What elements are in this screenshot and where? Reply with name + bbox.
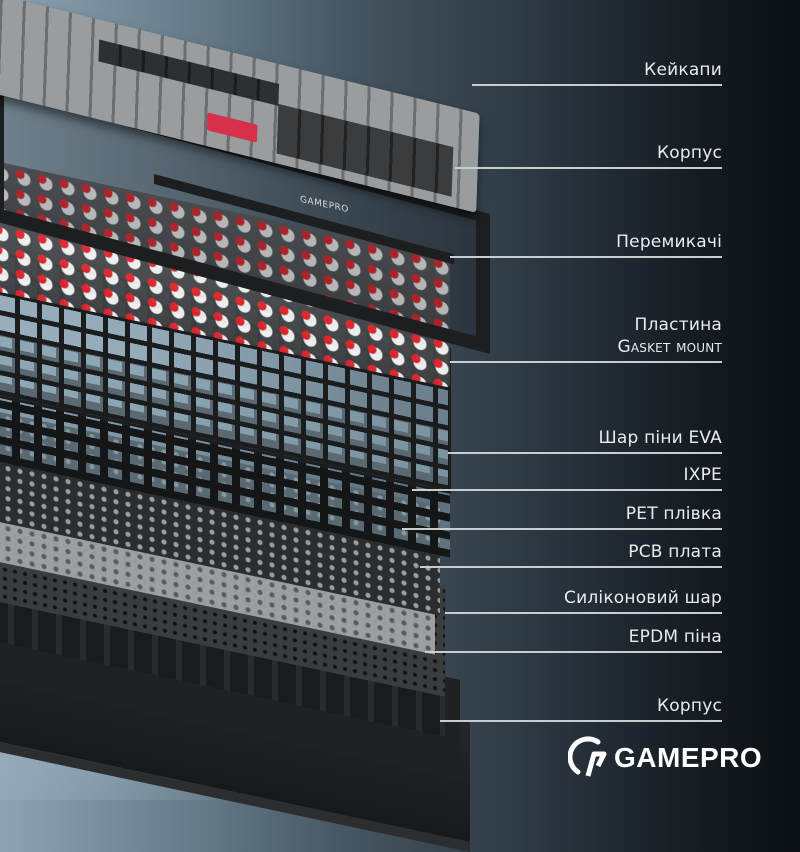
callout-label: Кейкапи <box>644 60 722 80</box>
leader-line <box>420 566 722 568</box>
keycaps-dark-row <box>98 39 280 106</box>
callout-label-secondary: Gasket mount <box>617 337 722 357</box>
callout-label: Силіконовий шар <box>564 588 722 608</box>
leader-line <box>472 84 722 86</box>
callout-pcb: PCB плата <box>420 541 722 568</box>
callout-pet-film: PET плівка <box>402 503 722 530</box>
keyboard-exploded-illustration: GAMEPRO <box>0 0 490 852</box>
leader-line <box>402 528 722 530</box>
leader-line <box>448 452 722 454</box>
callout-label: PCB плата <box>628 542 722 562</box>
callout-label: IXPE <box>683 465 722 485</box>
callout-epdm: EPDM піна <box>425 626 722 653</box>
leader-line <box>455 167 722 169</box>
callout-label: Пластина <box>634 315 722 335</box>
leader-line <box>412 489 722 491</box>
callout-label: PET плівка <box>625 504 722 524</box>
callout-label: Перемикачі <box>616 232 722 252</box>
callout-label: Корпус <box>657 143 722 163</box>
accent-keycap <box>206 112 258 143</box>
leader-line <box>450 361 722 363</box>
callout-silicone: Силіконовий шар <box>445 587 722 614</box>
brand-logo: GAMEPRO <box>568 736 762 780</box>
callout-switches: Перемикачі <box>450 231 722 258</box>
leader-line <box>425 651 722 653</box>
callout-ixpe: IXPE <box>412 464 722 491</box>
callout-label: Корпус <box>657 696 722 716</box>
gamepro-g-icon <box>568 736 607 777</box>
callout-case-bottom: Корпус <box>440 695 722 722</box>
callout-eva-foam: Шар піни EVA <box>448 427 722 454</box>
leader-line <box>440 720 722 722</box>
callout-case-top: Корпус <box>455 142 722 169</box>
leader-line <box>450 256 722 258</box>
brand-name: GAMEPRO <box>614 742 763 773</box>
callout-keycaps: Кейкапи <box>472 59 722 86</box>
callout-label: Шар піни EVA <box>598 428 722 448</box>
callout-label: EPDM піна <box>628 627 722 647</box>
leader-line <box>445 612 722 614</box>
